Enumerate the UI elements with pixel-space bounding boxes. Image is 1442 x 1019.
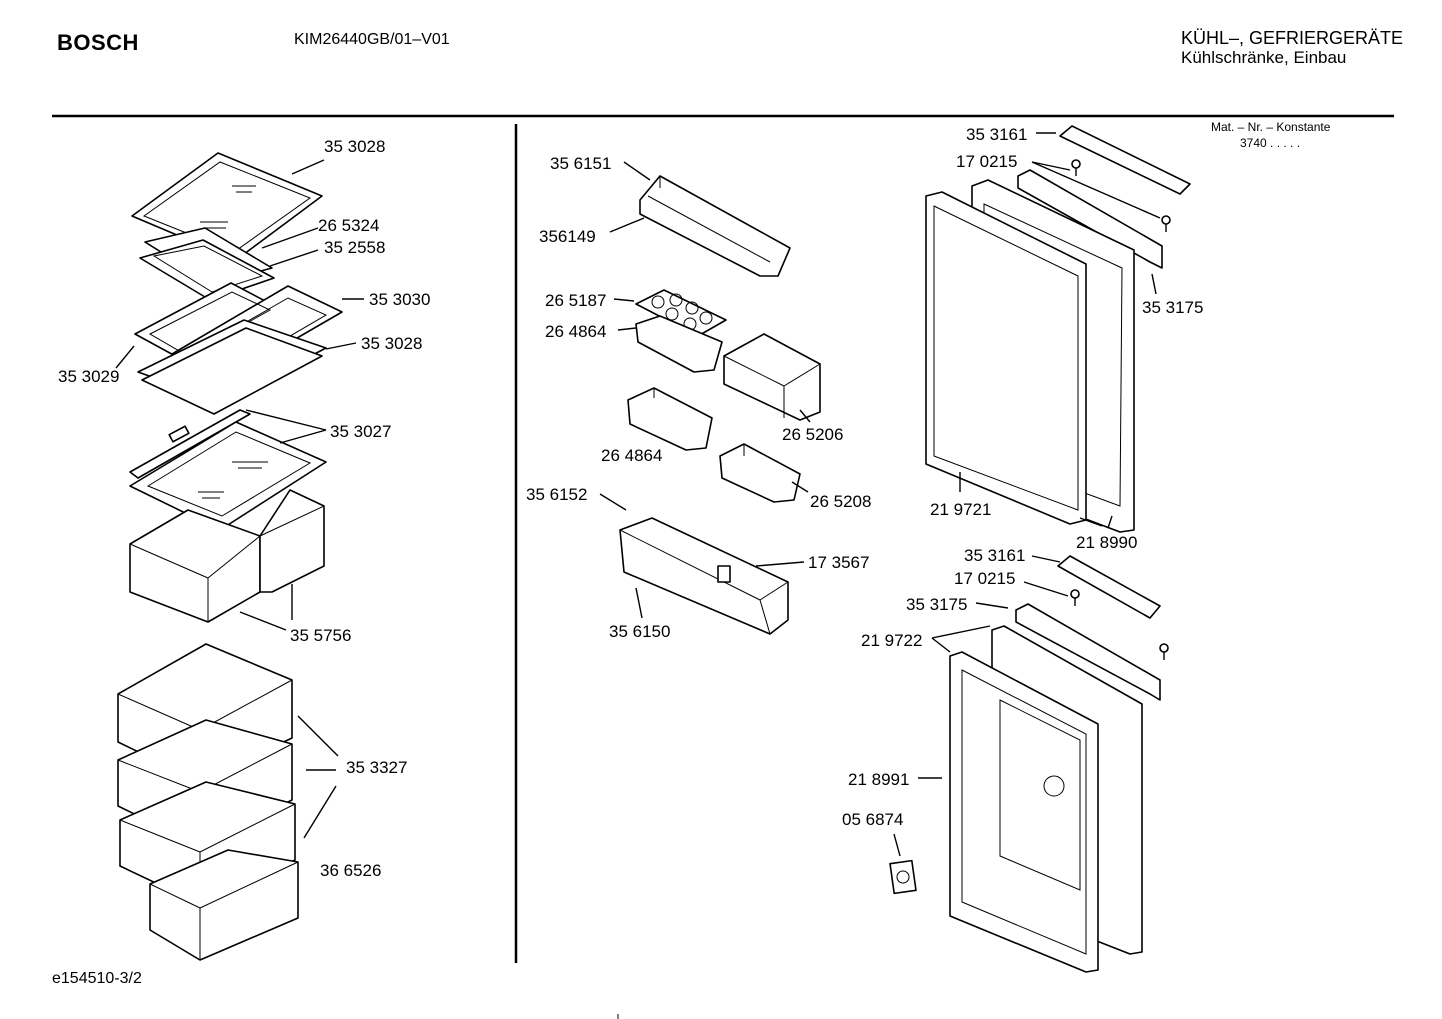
part-label: 35 3028 xyxy=(361,334,422,353)
part-label: 35 6152 xyxy=(526,485,587,504)
part-label: 21 9721 xyxy=(930,500,991,519)
egg-tray-holder xyxy=(635,315,723,373)
crisper-cover-rail xyxy=(129,409,251,479)
model-number: KIM26440GB/01–V01 xyxy=(294,31,450,48)
part-label: 35 2558 xyxy=(324,238,385,257)
part-label: 21 8991 xyxy=(848,770,909,789)
part-label: 35 3028 xyxy=(324,137,385,156)
part-label: 356149 xyxy=(539,227,596,246)
upper-screws xyxy=(1071,159,1171,232)
glass-shelf-lower xyxy=(137,319,327,415)
part-label: 35 3029 xyxy=(58,367,119,386)
category-title: KÜHL–, GEFRIERGERÄTE xyxy=(1181,28,1404,48)
part-label: 17 3567 xyxy=(808,553,869,572)
part-label: 26 5187 xyxy=(545,291,606,310)
crisper-bins xyxy=(129,489,325,623)
part-label: 35 3175 xyxy=(906,595,967,614)
lower-door xyxy=(949,625,1143,973)
part-label: 35 6150 xyxy=(609,622,670,641)
part-label: 35 3161 xyxy=(964,546,1025,565)
part-label: 17 0215 xyxy=(956,152,1017,171)
lower-screws xyxy=(1070,589,1169,660)
part-label: 35 3030 xyxy=(369,290,430,309)
part-label: 17 0215 xyxy=(954,569,1015,588)
door-bin-large xyxy=(619,517,789,635)
small-door-bin-right xyxy=(719,443,801,503)
part-label: 26 5208 xyxy=(810,492,871,511)
material-constant-value: 3740 . . . . . xyxy=(1240,136,1301,150)
part-label: 36 6526 xyxy=(320,861,381,880)
part-labels-right: 35 3161 17 0215 35 3175 21 9721 21 8990 … xyxy=(842,125,1203,829)
lower-door-bracket xyxy=(1015,603,1161,701)
part-label: 26 4864 xyxy=(601,446,662,465)
part-labels-left: 35 3028 26 5324 35 2558 35 3030 35 3028 … xyxy=(58,137,430,880)
part-label: 35 5756 xyxy=(290,626,351,645)
crisper-cover-glass xyxy=(129,421,327,531)
door-badge xyxy=(889,859,917,895)
upper-door-bracket xyxy=(1017,169,1163,269)
part-label: 35 3327 xyxy=(346,758,407,777)
lidded-box xyxy=(723,333,821,421)
part-label: 21 9722 xyxy=(861,631,922,650)
part-label: 35 3027 xyxy=(330,422,391,441)
part-label: 26 4864 xyxy=(545,322,606,341)
upper-hinge-cover xyxy=(1059,125,1191,195)
part-label: 26 5206 xyxy=(782,425,843,444)
drawers xyxy=(117,643,299,961)
material-constant-label: Mat. – Nr. – Konstante xyxy=(1211,120,1331,134)
part-labels-middle: 35 6151 356149 26 5187 26 4864 26 4864 2… xyxy=(526,154,871,641)
lower-hinge-cover xyxy=(1057,555,1161,619)
part-label: 35 3161 xyxy=(966,125,1027,144)
part-label: 35 6151 xyxy=(550,154,611,173)
category-subtitle: Kühlschränke, Einbau xyxy=(1181,48,1347,67)
part-label: 05 6874 xyxy=(842,810,903,829)
part-label: 35 3175 xyxy=(1142,298,1203,317)
drawing-id: e154510-3/2 xyxy=(52,970,142,987)
shelf-frame xyxy=(139,227,275,301)
part-label: 21 8990 xyxy=(1076,533,1137,552)
brand-logo: BOSCH xyxy=(57,30,139,55)
upper-door xyxy=(925,179,1135,533)
leader-lines xyxy=(115,132,1161,857)
door-bar-top xyxy=(639,175,791,277)
small-door-bin-left xyxy=(627,387,713,451)
part-label: 26 5324 xyxy=(318,216,379,235)
